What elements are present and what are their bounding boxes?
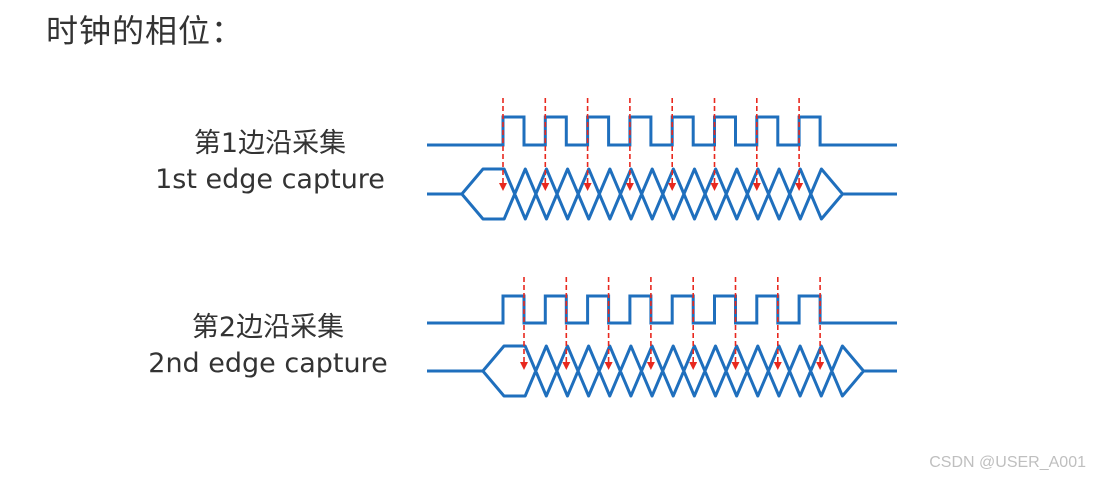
first-edge-label-en: 1st edge capture xyxy=(155,164,385,195)
second-edge-diagram xyxy=(427,277,897,398)
watermark: CSDN @USER_A001 xyxy=(929,454,1086,471)
second-edge-label-cn: 第2边沿采集 xyxy=(191,312,345,343)
second-edge-label: 第2边沿采集 2nd edge capture xyxy=(118,310,418,382)
first-edge-diagram xyxy=(427,98,897,221)
sample-arrows-2 xyxy=(520,277,825,370)
clock-signal-1 xyxy=(427,115,897,147)
data-signal-2 xyxy=(427,344,897,398)
data-signal-1 xyxy=(427,167,897,221)
first-edge-label: 第1边沿采集 1st edge capture xyxy=(120,126,420,198)
second-edge-label-en: 2nd edge capture xyxy=(148,348,388,379)
sample-arrows-1 xyxy=(499,98,804,191)
first-edge-label-cn: 第1边沿采集 xyxy=(193,128,347,159)
clock-signal-2 xyxy=(427,294,897,325)
page-title: 时钟的相位： xyxy=(46,12,245,50)
